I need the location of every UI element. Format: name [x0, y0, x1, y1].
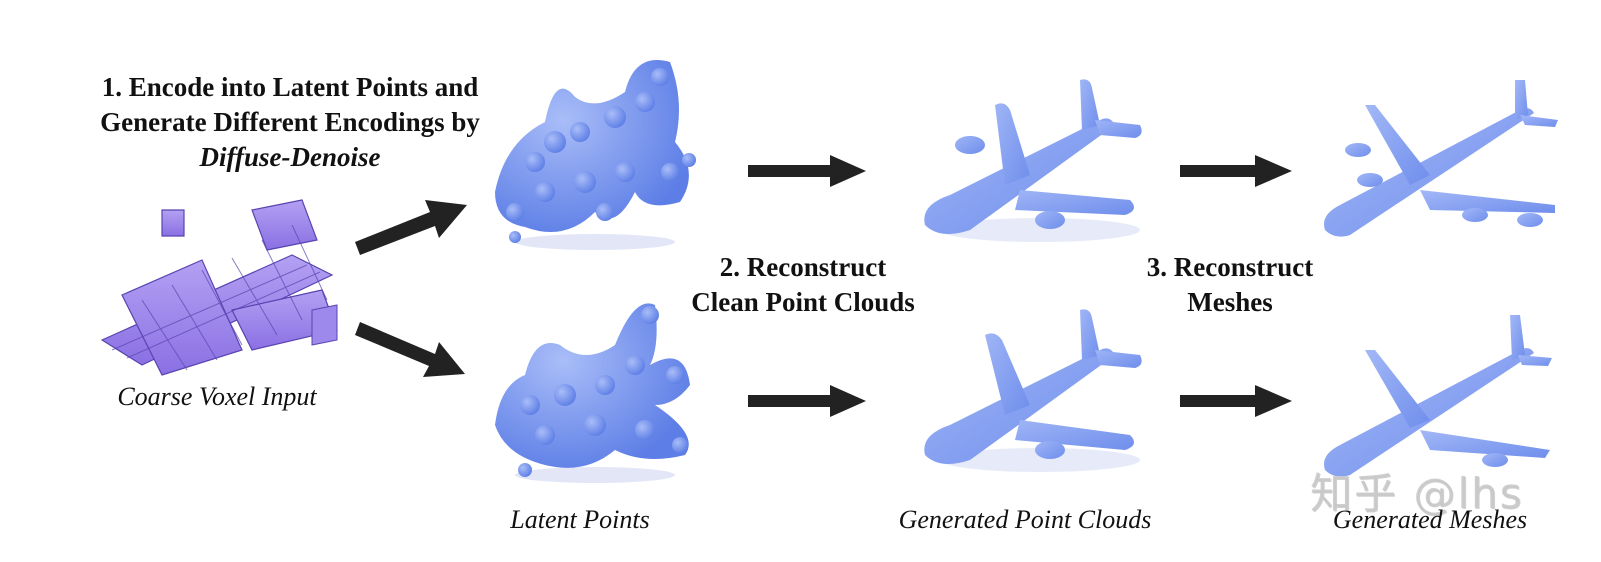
step-3-line-2: Meshes [1187, 287, 1273, 317]
step-3-title: 3. Reconstruct Meshes [1130, 250, 1330, 320]
step-1-line-1: 1. Encode into Latent Points and [101, 72, 479, 102]
arrow-down-right-icon [355, 322, 465, 377]
arrow-right-icon [1180, 155, 1292, 187]
step-2-title: 2. Reconstruct Clean Point Clouds [672, 250, 934, 320]
point-cloud-airplane-top-image [924, 79, 1142, 242]
step-1-line-2: Generate Different Encodings by [100, 107, 480, 137]
mesh-airplane-bottom-image [1324, 315, 1552, 477]
latent-points-top-image [495, 60, 696, 250]
latent-points-bottom-image [495, 303, 690, 483]
step-3-line-1: 3. Reconstruct [1146, 252, 1314, 282]
mesh-airplane-top-image [1324, 80, 1558, 237]
step-1-title: 1. Encode into Latent Points and Generat… [62, 70, 518, 175]
step-2-line-2: Clean Point Clouds [691, 287, 915, 317]
arrow-right-icon [748, 385, 866, 417]
caption-generated-meshes: Generated Meshes [1332, 505, 1528, 534]
arrow-up-right-icon [355, 200, 467, 255]
arrow-right-icon [748, 155, 866, 187]
voxel-airplane-image [100, 199, 338, 376]
arrow-right-icon [1180, 385, 1292, 417]
step-2-line-1: 2. Reconstruct [719, 252, 887, 282]
caption-coarse-voxel-input: Coarse Voxel Input [117, 382, 317, 411]
caption-generated-point-clouds: Generated Point Clouds [898, 505, 1152, 534]
zhihu-watermark: 知乎 @lhs [1310, 469, 1524, 518]
step-1-line-3: Diffuse-Denoise [199, 142, 381, 172]
caption-latent-points: Latent Points [510, 505, 650, 534]
point-cloud-airplane-bottom-image [924, 309, 1142, 472]
